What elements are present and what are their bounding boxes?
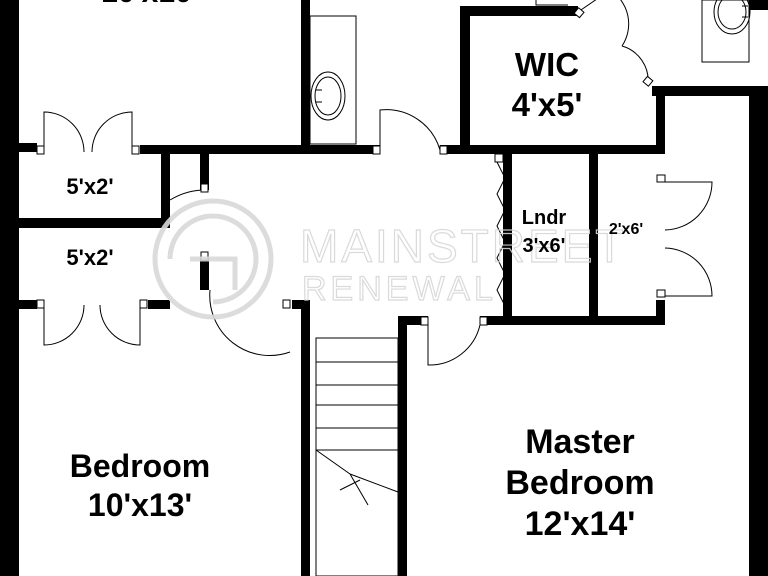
right-closet-dimensions: 2'x6'	[609, 221, 643, 238]
laundry-name: Lndr	[522, 207, 567, 229]
bedroom-dimensions: 10'x13'	[88, 487, 192, 523]
laundry-dimensions: 3'x6'	[523, 235, 566, 257]
room-labels: 10'x10' WIC 4'x5' 5'x2' 5'x2' Lndr 3'x6'…	[66, 0, 654, 543]
watermark-subtitle: RENEWAL	[302, 270, 497, 308]
top-left-room-dimensions: 10'x10'	[101, 0, 199, 9]
wic-name: WIC	[515, 46, 579, 83]
watermark-brand: MAINSTREET	[300, 220, 626, 272]
wic-dimensions: 4'x5'	[512, 86, 583, 123]
doors	[43, 0, 713, 366]
watermark: MAINSTREET RENEWAL	[152, 198, 626, 320]
staircase	[315, 337, 399, 576]
lower-closet-dimensions: 5'x2'	[66, 245, 113, 270]
door-posts	[36, 7, 666, 326]
bedroom-name: Bedroom	[70, 448, 210, 484]
upper-closet-dimensions: 5'x2'	[66, 174, 113, 199]
master-bedroom-dimensions: 12'x14'	[525, 505, 636, 543]
master-bedroom-name-line1: Master	[525, 423, 635, 461]
watermark-logo-icon	[152, 198, 274, 320]
master-bedroom-name-line2: Bedroom	[505, 464, 654, 502]
bath-fixtures	[309, 0, 751, 145]
